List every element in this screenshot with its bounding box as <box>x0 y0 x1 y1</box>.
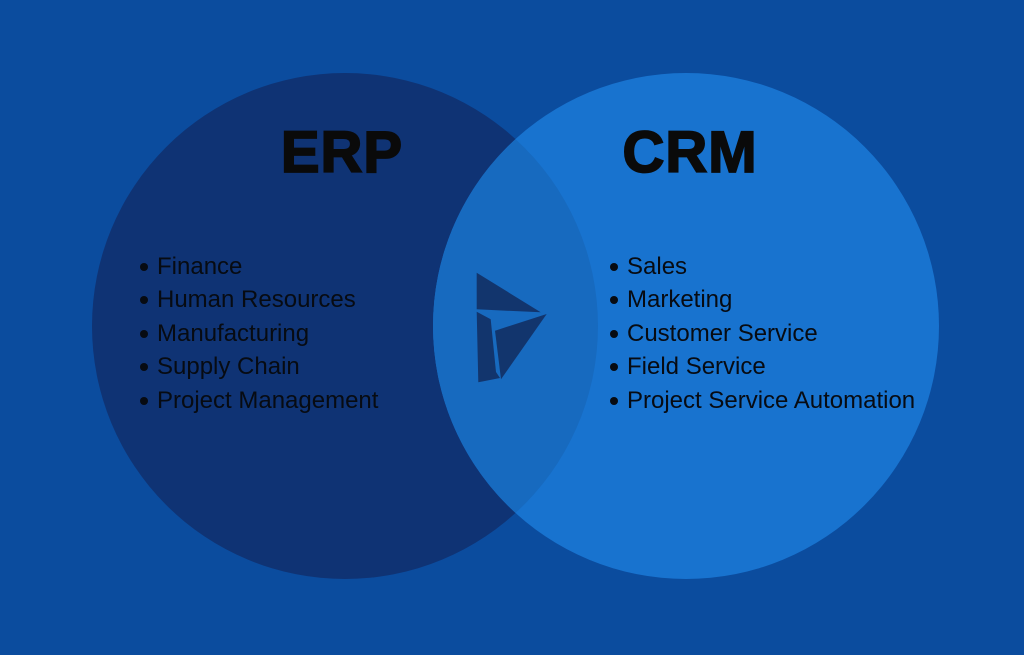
crm-list-item: Customer Service <box>610 317 915 351</box>
dynamics-logo-top-triangle <box>476 272 541 313</box>
crm-list-item: Project Service Automation <box>610 384 915 418</box>
dynamics-365-icon <box>476 272 547 383</box>
dynamics-logo-right-triangle <box>495 314 547 380</box>
crm-title: CRM <box>622 120 758 185</box>
erp-feature-list: Finance Human Resources Manufacturing Su… <box>140 250 378 418</box>
crm-list-item: Sales <box>610 250 915 284</box>
crm-feature-list: Sales Marketing Customer Service Field S… <box>610 250 915 418</box>
erp-list-item: Manufacturing <box>140 317 378 351</box>
erp-list-item: Finance <box>140 250 378 284</box>
erp-list-item: Supply Chain <box>140 351 378 385</box>
erp-list-item: Project Management <box>140 384 378 418</box>
crm-list-item: Field Service <box>610 351 915 385</box>
erp-list-item: Human Resources <box>140 284 378 318</box>
erp-title: ERP <box>280 120 404 185</box>
dynamics-logo-left-spike <box>476 311 500 383</box>
crm-list-item: Marketing <box>610 284 915 318</box>
